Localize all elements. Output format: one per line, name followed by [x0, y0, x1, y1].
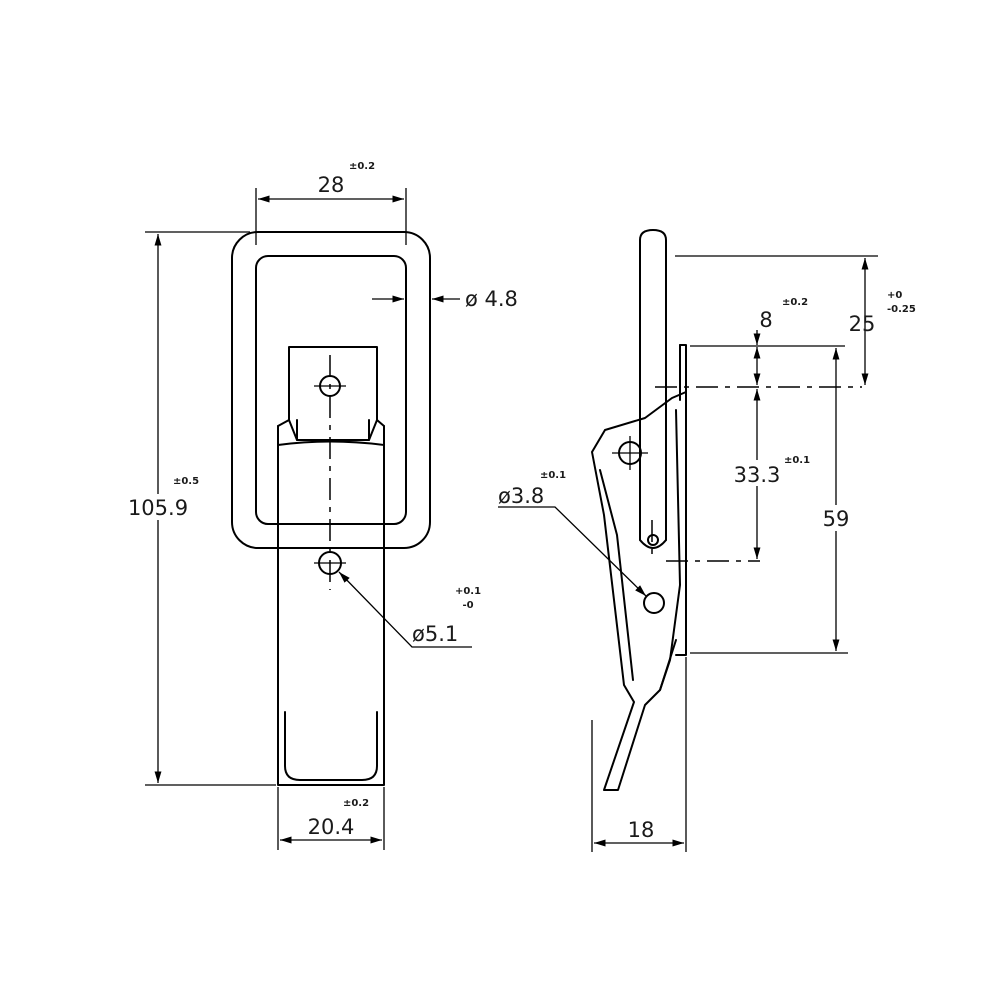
lever-lip	[284, 711, 378, 781]
pitch-dim: 33.3	[734, 463, 781, 487]
base-plate	[675, 344, 687, 656]
width-tol: ±0.2	[349, 161, 375, 172]
wire-loop-outer	[231, 231, 431, 549]
front-view: 28 ±0.2 ø 4.8 105.9 ±0.5 ø5.1 +0.1 -0 20…	[118, 161, 518, 850]
lever-body	[277, 425, 385, 786]
side-view: 25 +0 -0.25 8 ±0.2 33.3 ±0.1 59 ø3.8 ±0.…	[498, 229, 916, 852]
pin-dia: ø3.8	[498, 484, 544, 508]
wire-dia: ø 4.8	[465, 287, 518, 311]
hole-tol-minus: -0	[462, 600, 473, 611]
depth-dim: 18	[628, 818, 655, 842]
pitch-tol: ±0.1	[784, 455, 810, 466]
base-width-dim: 20.4	[308, 815, 355, 839]
top-dim: 25	[849, 312, 876, 336]
height-dim: 105.9	[128, 496, 188, 520]
width-dim: 28	[318, 173, 345, 197]
hole-dia: ø5.1	[412, 622, 458, 646]
base-width-tol: ±0.2	[343, 798, 369, 809]
top-tol-minus: -0.25	[887, 304, 916, 315]
gap-tol: ±0.2	[782, 297, 808, 308]
wire-loop-side	[639, 229, 667, 541]
pin-hole	[643, 592, 665, 614]
wire-loop-inner	[255, 255, 407, 525]
hinge-plate	[288, 346, 378, 441]
height-tol: ±0.5	[173, 476, 199, 487]
hole-tol-plus: +0.1	[455, 586, 481, 597]
lever-side	[591, 391, 687, 791]
pin-tol: ±0.1	[540, 470, 566, 481]
height-dim-side: 59	[823, 507, 850, 531]
gap-dim: 8	[759, 308, 772, 332]
top-tol-plus: +0	[887, 290, 902, 301]
